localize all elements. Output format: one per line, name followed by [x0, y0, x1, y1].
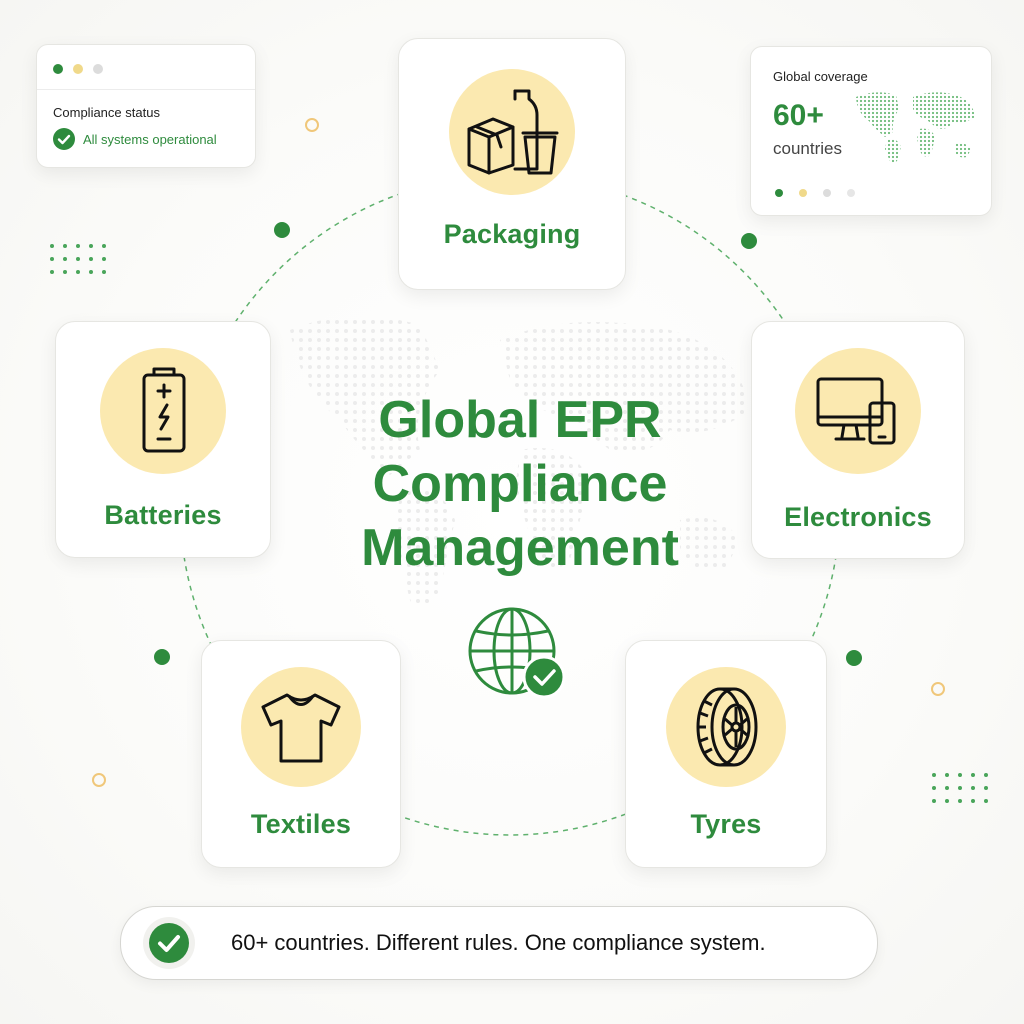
- orbit-node: [741, 233, 757, 249]
- hero-title-line: Management: [361, 519, 679, 577]
- coverage-title: Global coverage: [773, 69, 868, 84]
- footer-banner: 60+ countries. Different rules. One comp…: [120, 906, 878, 980]
- tshirt-icon-circle: [241, 667, 361, 787]
- decor-dot-grid: [932, 773, 988, 803]
- hero-title-line: Global EPR: [378, 391, 662, 449]
- electronics-icon-circle: [795, 348, 921, 474]
- carousel-dot: [847, 189, 855, 197]
- decor-ring: [305, 118, 319, 132]
- coverage-unit: countries: [773, 139, 842, 158]
- coverage-value: 60+: [773, 99, 824, 132]
- decor-ring: [92, 773, 106, 787]
- battery-icon: [142, 367, 186, 453]
- category-card-textiles[interactable]: Textiles: [201, 640, 401, 868]
- check-icon: [149, 923, 189, 963]
- battery-icon-circle: [100, 348, 226, 474]
- packaging-icon: [467, 89, 559, 175]
- category-label: Electronics: [784, 502, 932, 532]
- carousel-dot: [775, 189, 783, 197]
- orbit-node: [274, 222, 290, 238]
- tyre-icon-circle: [666, 667, 786, 787]
- global-coverage-card: Global coverage 60+ countries: [750, 46, 992, 216]
- window-dot: [53, 64, 63, 74]
- globe-check-icon: [468, 607, 566, 699]
- tshirt-icon: [261, 693, 341, 763]
- status-text: All systems operational: [83, 131, 217, 147]
- category-label: Batteries: [104, 500, 222, 530]
- category-card-batteries[interactable]: Batteries: [55, 321, 271, 558]
- decor-ring: [931, 682, 945, 696]
- compliance-status-card: Compliance status All systems operationa…: [36, 44, 256, 168]
- electronics-icon: [816, 377, 896, 445]
- category-card-packaging[interactable]: Packaging: [398, 38, 626, 290]
- orbit-node: [846, 650, 862, 666]
- hero-title-line: Compliance: [372, 455, 668, 513]
- category-label: Packaging: [443, 219, 581, 249]
- category-card-tyres[interactable]: Tyres: [625, 640, 827, 868]
- footer-tagline: 60+ countries. Different rules. One comp…: [231, 930, 766, 955]
- window-dot: [73, 64, 83, 74]
- world-map-background: [290, 316, 750, 608]
- category-card-electronics[interactable]: Electronics: [751, 321, 965, 559]
- status-card-title: Compliance status: [53, 105, 160, 120]
- check-icon: [53, 128, 75, 150]
- window-dot: [93, 64, 103, 74]
- packaging-icon-circle: [449, 69, 575, 195]
- category-label: Tyres: [690, 809, 762, 839]
- carousel-dot: [823, 189, 831, 197]
- orbit-node: [154, 649, 170, 665]
- carousel-dot: [799, 189, 807, 197]
- decor-dot-grid: [50, 244, 106, 274]
- category-label: Textiles: [250, 809, 352, 839]
- world-map-icon: [856, 92, 975, 163]
- hero-title: Global EPR Compliance Management: [300, 388, 740, 580]
- tyre-icon: [696, 687, 758, 767]
